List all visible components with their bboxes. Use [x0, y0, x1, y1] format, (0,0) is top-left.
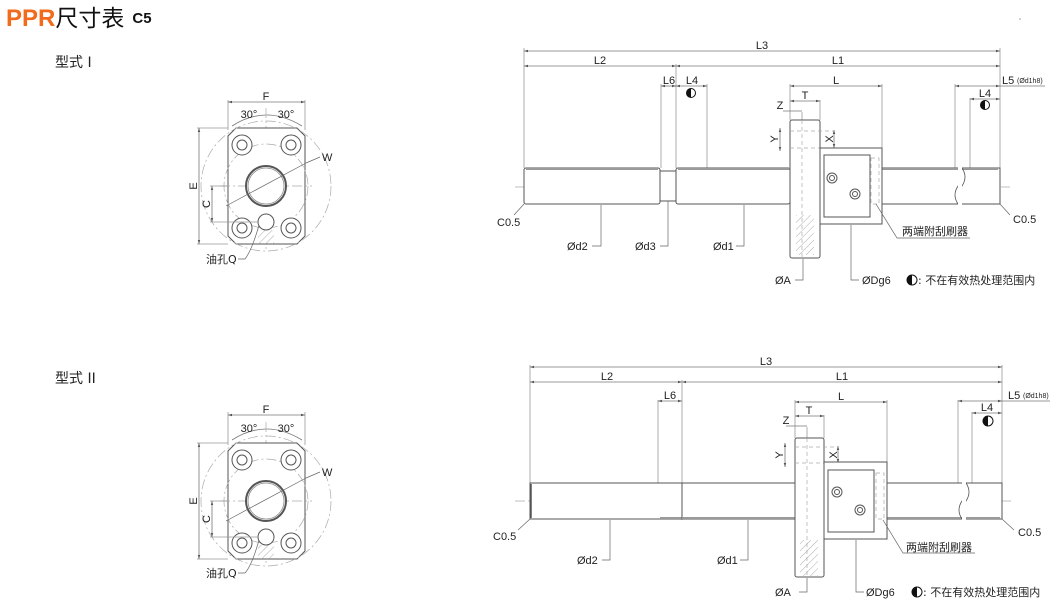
- dim-L2: L2: [594, 55, 606, 67]
- legend-text: : 不在有效热处理范围内: [918, 273, 1035, 287]
- shaft-d1-right: [886, 482, 1003, 520]
- dim-L: L: [838, 391, 844, 403]
- oil-hole-label: 油孔Q: [206, 566, 237, 580]
- page-title: PPR尺寸表 C5: [6, 4, 152, 34]
- shaft-view-type-1: L3 L2 L1 L6 L4 L T Z Y X L: [497, 40, 1045, 287]
- brand-name: PPR: [6, 5, 56, 32]
- dim-L4-right: L4: [981, 402, 993, 414]
- dim-L3: L3: [760, 356, 772, 368]
- diam-A: ØA: [775, 275, 792, 287]
- chamfer-left: C0.5: [497, 217, 520, 229]
- type-2-label: 型式 II: [55, 371, 96, 387]
- flange-view-type-2: F 30° 30° E C W 油孔Q: [188, 404, 333, 580]
- dim-Y: Y: [769, 135, 781, 143]
- legend-text: : 不在有效热处理范围内: [923, 585, 1040, 599]
- half-circle-icon: [980, 100, 990, 110]
- dim-E: E: [188, 497, 200, 504]
- wiper-note: 两端附刮刷器: [906, 540, 972, 554]
- dim-T: T: [806, 405, 813, 417]
- dim-X: X: [828, 451, 840, 459]
- shaft-groove-d3: [659, 170, 677, 202]
- half-circle-icon: [686, 88, 696, 98]
- flange-view-type-1: F 30° 30° E C W: [188, 91, 333, 266]
- dim-W: W: [322, 467, 333, 479]
- shaft-end-d2: [523, 167, 661, 205]
- dim-L5: L5: [1002, 75, 1014, 87]
- shaft-d1: [681, 482, 796, 520]
- shaft-d1-right: [881, 167, 1001, 205]
- L5-note: (Ød1h8): [1023, 393, 1049, 400]
- dim-L: L: [833, 75, 839, 87]
- dim-Z: Z: [783, 415, 790, 427]
- wiper-note: 两端附刮刷器: [902, 224, 968, 238]
- diam-Dg6: ØDg6: [862, 275, 891, 287]
- dim-X: X: [824, 135, 836, 143]
- angle-left: 30°: [241, 423, 258, 435]
- nut-recess: [823, 154, 871, 218]
- angle-right: 30°: [278, 423, 295, 435]
- dim-E: E: [188, 182, 200, 189]
- dim-L6: L6: [664, 390, 676, 402]
- dim-T: T: [802, 90, 809, 102]
- diam-d1: Ød1: [713, 241, 734, 253]
- dim-L1: L1: [832, 55, 844, 67]
- shaft-end-d2: [529, 482, 683, 520]
- dim-C: C: [201, 200, 213, 208]
- stray-dot: [1019, 18, 1021, 20]
- angle-right: 30°: [278, 109, 295, 121]
- nut-recess: [827, 469, 875, 533]
- dim-F: F: [263, 91, 270, 103]
- diam-Dg6: ØDg6: [866, 587, 895, 599]
- half-circle-icon: [911, 586, 923, 598]
- half-circle-icon: [906, 274, 918, 286]
- dim-L2: L2: [601, 371, 613, 383]
- diam-d2: Ød2: [567, 241, 588, 253]
- dim-L3: L3: [756, 40, 768, 52]
- dim-F: F: [263, 404, 270, 416]
- chamfer-right: C0.5: [1013, 214, 1036, 226]
- L5-note: (Ød1h8): [1017, 78, 1043, 85]
- dim-C: C: [201, 515, 213, 523]
- type-1-label: 型式 I: [55, 55, 92, 71]
- title-text: 尺寸表: [55, 6, 125, 32]
- accuracy-grade: C5: [132, 10, 152, 27]
- oil-hole-label: 油孔Q: [206, 252, 237, 266]
- dim-L4: L4: [686, 75, 698, 87]
- diam-d3: Ød3: [635, 241, 656, 253]
- dim-Y: Y: [774, 451, 786, 459]
- dim-L5: L5: [1008, 390, 1020, 402]
- shaft-d1: [675, 167, 791, 205]
- half-circle-icon: [982, 415, 994, 427]
- dim-L6: L6: [663, 75, 675, 87]
- angle-left: 30°: [241, 109, 258, 121]
- dim-Z: Z: [777, 100, 784, 112]
- dim-L1: L1: [836, 371, 848, 383]
- dim-L4-right: L4: [979, 88, 991, 100]
- chamfer-left: C0.5: [493, 531, 516, 543]
- diam-A: ØA: [775, 587, 792, 599]
- diam-d2: Ød2: [577, 555, 598, 567]
- chamfer-right: C0.5: [1018, 527, 1041, 539]
- shaft-view-type-2: L3 L2 L1 L6 L T Z Y X L5 (Ød1h8) L4: [493, 356, 1050, 599]
- dim-W: W: [322, 152, 333, 164]
- diam-d1: Ød1: [717, 555, 738, 567]
